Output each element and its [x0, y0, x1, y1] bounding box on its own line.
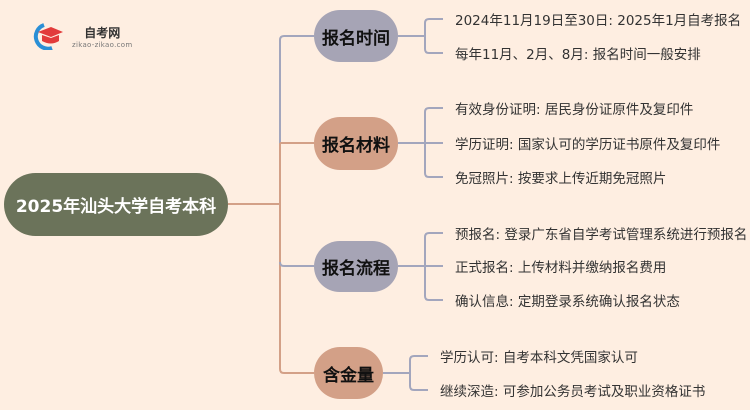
- logo: 自考网 zikao-zikao.com: [30, 22, 132, 50]
- leaf-item: 预报名: 登录广东省自学考试管理系统进行预报名: [455, 227, 748, 243]
- leaf-item: 学历认可: 自考本科文凭国家认可: [440, 350, 638, 366]
- branch-registration-process[interactable]: 报名流程: [314, 241, 398, 292]
- graduation-cap-icon: [33, 23, 63, 50]
- leaf-item: 学历证明: 国家认可的学历证书原件及复印件: [455, 137, 721, 153]
- branch-registration-materials[interactable]: 报名材料: [314, 117, 398, 170]
- logo-subtitle: zikao-zikao.com: [72, 40, 133, 49]
- leaf-item: 正式报名: 上传材料并缴纳报名费用: [455, 260, 667, 276]
- leaf-item: 免冠照片: 按要求上传近期免冠照片: [455, 171, 667, 187]
- branch-registration-time[interactable]: 报名时间: [314, 10, 398, 62]
- branch-value[interactable]: 含金量: [314, 347, 383, 399]
- leaf-item: 继续深造: 可参加公务员考试及职业资格证书: [440, 384, 706, 400]
- leaf-item: 2024年11月19日至30日: 2025年1月自考报名: [455, 13, 742, 29]
- leaf-item: 每年11月、2月、8月: 报名时间一般安排: [455, 47, 701, 63]
- leaf-item: 有效身份证明: 居民身份证原件及复印件: [455, 102, 694, 118]
- leaf-item: 确认信息: 定期登录系统确认报名状态: [455, 294, 680, 310]
- root-node[interactable]: 2025年汕头大学自考本科: [4, 173, 228, 236]
- logo-title: 自考网: [84, 25, 121, 40]
